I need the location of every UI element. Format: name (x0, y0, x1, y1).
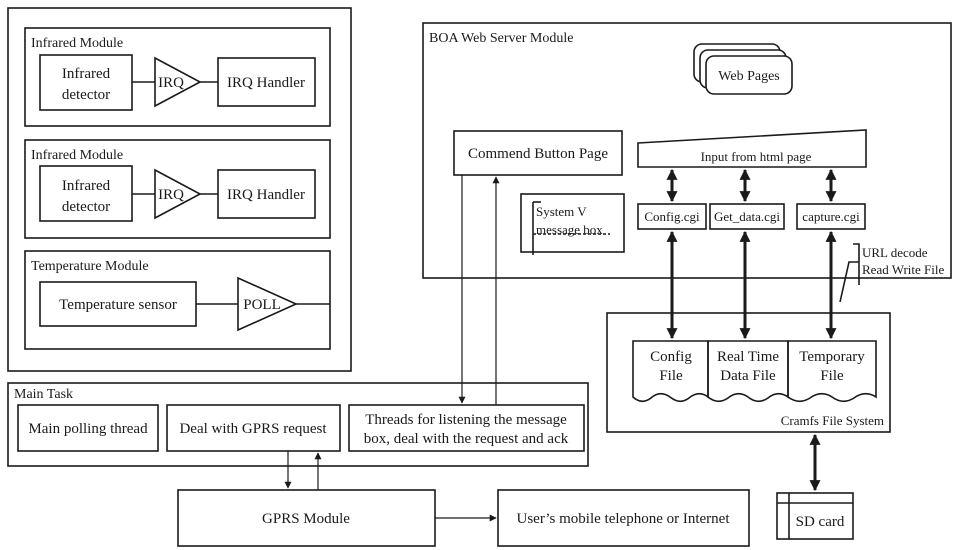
main-task-title: Main Task (14, 387, 73, 402)
infrared-detector-2-line1: Infrared (62, 178, 111, 194)
cramfs-title: Cramfs File System (781, 413, 884, 428)
threads-label-line1: Threads for listening the message (365, 412, 567, 428)
message-box-line2: message box (536, 222, 603, 237)
boa-web-server-box (422, 22, 952, 279)
infrared-module-2-title: Infrared Module (31, 148, 123, 163)
get-data-cgi-box (709, 203, 785, 230)
sensors-panel (7, 7, 352, 372)
irq-2-label: IRQ (158, 187, 184, 203)
get-data-cgi-label: Get_data.cgi (714, 209, 780, 224)
gprs-module-label: GPRS Module (262, 511, 350, 527)
temperature-module (24, 250, 331, 350)
config-cgi-label: Config.cgi (644, 209, 700, 224)
web-pages-label: Web Pages (718, 69, 779, 84)
realtime-file-doc (707, 340, 789, 403)
config-cgi-box (637, 203, 707, 230)
threads-label-line2: box, deal with the request and ack (364, 431, 569, 447)
realtime-file-line2: Data File (720, 368, 776, 384)
sd-card-box (776, 492, 854, 540)
infrared-module-1-title: Infrared Module (31, 36, 123, 51)
irq-1-label: IRQ (158, 75, 184, 91)
config-file-doc (632, 340, 709, 403)
poll-amplifier (237, 276, 298, 332)
message-box-line1: System V (536, 204, 587, 219)
config-file-line1: Config (650, 349, 692, 365)
threads-listening-box (348, 404, 585, 452)
irq-amplifier-1 (154, 56, 202, 108)
irq-handler-2 (217, 169, 316, 219)
command-button-page-box (453, 130, 623, 176)
gprs-request-box (166, 404, 341, 452)
main-task-box (7, 382, 589, 467)
poll-label: POLL (243, 297, 281, 313)
message-box-frame (520, 193, 625, 253)
infrared-detector-1-line1: Infrared (62, 66, 111, 82)
boa-title: BOA Web Server Module (429, 31, 573, 46)
web-pages-box (705, 55, 793, 95)
sd-card-label: SD card (796, 514, 845, 530)
main-polling-thread-box (17, 404, 159, 452)
command-button-page-label: Commend Button Page (468, 146, 608, 162)
infrared-detector-2-line2: detector (62, 199, 110, 215)
irq-amplifier-2 (154, 168, 202, 220)
capture-cgi-box (796, 203, 866, 230)
infrared-module-2 (24, 139, 331, 239)
temperature-sensor-label: Temperature sensor (59, 297, 177, 313)
temporary-file-line1: Temporary (799, 349, 865, 365)
html-input-label: Input from html page (701, 149, 812, 164)
gprs-request-label: Deal with GPRS request (179, 421, 327, 437)
realtime-file-line1: Real Time (717, 349, 779, 365)
irq-handler-1 (217, 57, 316, 107)
html-input-box (637, 129, 867, 168)
temporary-file-doc (787, 340, 877, 403)
config-file-line2: File (659, 368, 683, 384)
user-endpoint-box (497, 489, 750, 547)
capture-cgi-label: capture.cgi (802, 209, 860, 224)
temperature-module-title: Temperature Module (31, 259, 149, 274)
user-endpoint-label: User’s mobile telephone or Internet (517, 511, 731, 527)
note-read-write-file: Read Write File (862, 262, 945, 277)
irq-handler-2-label: IRQ Handler (227, 187, 305, 203)
infrared-module-1 (24, 27, 331, 127)
infrared-detector-1-line2: detector (62, 87, 110, 103)
irq-handler-1-label: IRQ Handler (227, 75, 305, 91)
temporary-file-line2: File (820, 368, 844, 384)
note-url-decode: URL decode (862, 245, 928, 260)
main-polling-thread-label: Main polling thread (28, 421, 148, 437)
